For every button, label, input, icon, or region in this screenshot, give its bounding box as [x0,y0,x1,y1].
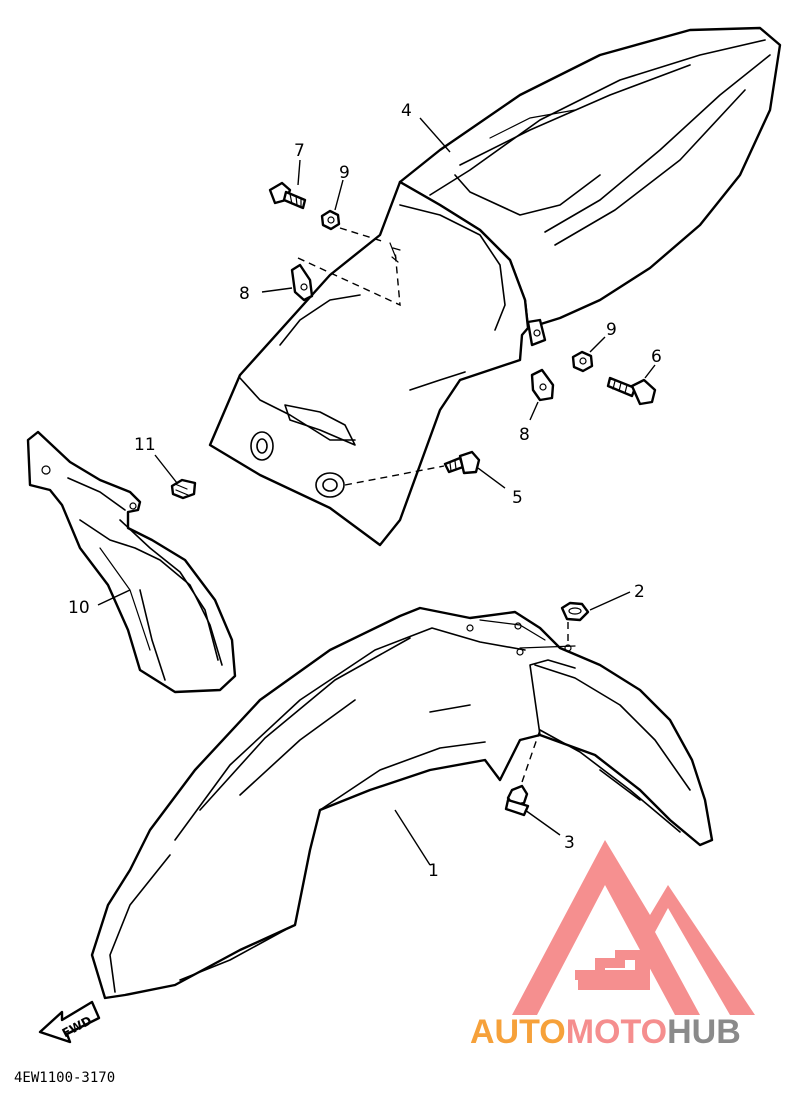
callout-9-right: 9 [606,320,617,340]
front-fender [90,606,714,1000]
mud-flap [26,430,237,694]
leader-2 [589,591,631,611]
bolt-7-icon [268,181,307,210]
clip-8-right-icon [530,368,555,402]
fwd-arrow-icon: FWD [38,1000,101,1044]
leader-8-right [529,401,539,421]
callout-9-left: 9 [339,163,350,183]
callout-11: 11 [134,435,156,455]
bolt-6-icon [606,376,657,406]
watermark-auto: AUTO [470,1013,566,1051]
leader-10 [97,589,131,606]
callout-10: 10 [68,598,90,618]
leader-9-right [589,336,606,353]
dashed-guide-5 [344,465,445,486]
leader-11 [154,454,178,484]
svg-text:AUTOMOTOHUB: AUTOMOTOHUB [470,1013,741,1051]
bolt-5-icon [443,450,481,475]
watermark-moto: MOTO [566,1013,667,1051]
nut-9-left-icon [320,209,341,231]
callout-5: 5 [512,488,523,508]
bolt-3-icon [504,784,530,817]
leader-7 [297,159,301,186]
callout-4: 4 [401,101,412,121]
leader-9-left [334,179,344,211]
callout-7: 7 [294,141,305,161]
leader-3 [524,809,561,836]
callout-2: 2 [634,582,645,602]
leader-8-left [261,287,293,293]
nut-2-icon [560,601,590,622]
leader-6 [644,364,656,379]
callout-3: 3 [564,833,575,853]
leader-4 [419,117,451,153]
dashed-guide-8-left [297,249,401,307]
diagram-code: 4EW1100-3170 [14,1070,115,1086]
bolt-11-icon [170,478,197,500]
watermark-text: AUTOMOTOHUB [470,1013,741,1051]
callout-8-right: 8 [519,425,530,445]
clip-8-left-icon [290,263,314,302]
callout-8-left: 8 [239,284,250,304]
watermark-hub: HUB [667,1013,741,1051]
callout-6: 6 [651,347,662,367]
callout-1: 1 [428,861,439,881]
watermark-logo-icon [512,840,755,1015]
dashed-guide-9-left [339,227,386,243]
leader-5 [477,467,506,489]
leader-1 [394,809,431,866]
rear-fender [208,26,782,547]
dashed-guide-3 [520,729,541,786]
nut-9-right-icon [571,350,594,373]
